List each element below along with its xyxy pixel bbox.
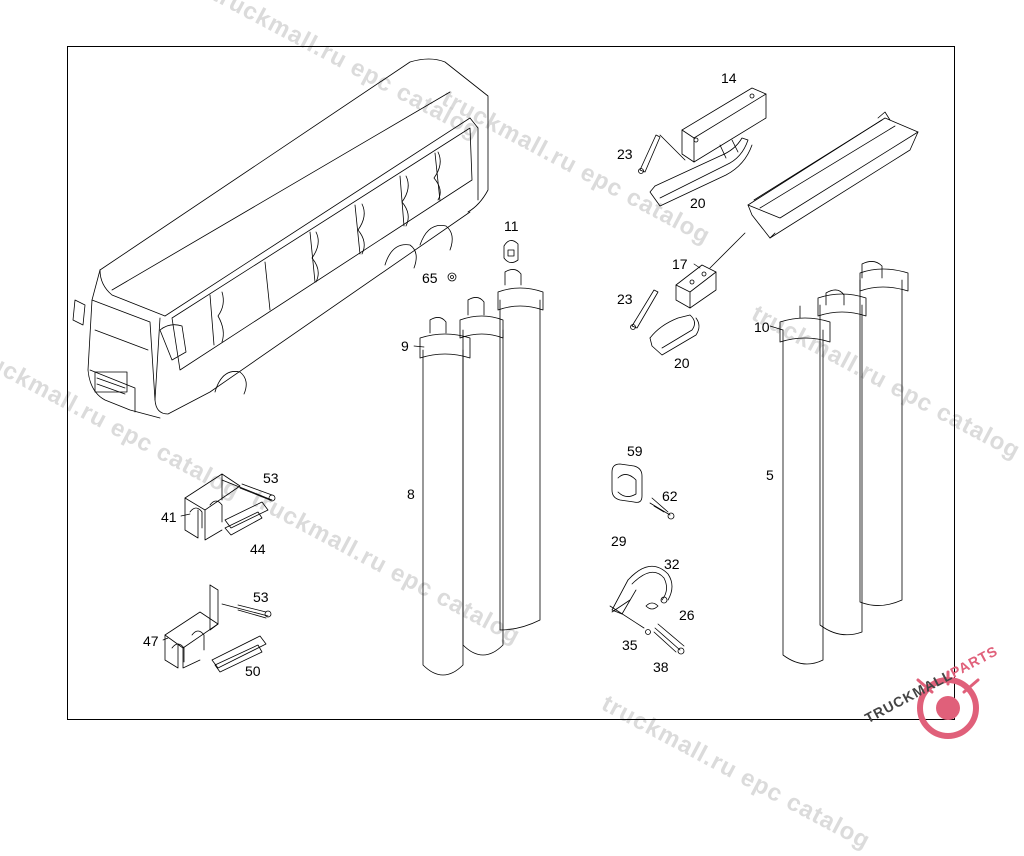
- callout-9: 9: [401, 338, 409, 354]
- callout-41: 41: [161, 509, 177, 525]
- clamp-41-assembly: [184, 473, 276, 541]
- bracket-14-assembly: [638, 87, 767, 207]
- curtain-panel-5: [779, 261, 909, 665]
- callout-14: 14: [721, 70, 737, 86]
- callout-44: 44: [250, 541, 266, 557]
- truckmall-logo: [916, 670, 980, 739]
- callout-17: 17: [672, 256, 688, 272]
- callout-50: 50: [245, 663, 261, 679]
- callout-62: 62: [662, 488, 678, 504]
- callout-23: 23: [617, 146, 633, 162]
- callout-35: 35: [622, 637, 638, 653]
- callout-59: 59: [627, 443, 643, 459]
- callout-29: 29: [611, 533, 627, 549]
- callout-65: 65: [422, 270, 438, 286]
- callout-20: 20: [674, 355, 690, 371]
- exploded-parts-drawing: [72, 58, 980, 739]
- callout-38: 38: [653, 659, 669, 675]
- callout-20: 20: [690, 195, 706, 211]
- curtain-rail: [709, 111, 919, 269]
- leader-lines: [162, 263, 784, 641]
- drawing-frame: [67, 46, 955, 720]
- callout-47: 47: [143, 633, 159, 649]
- part-59-assembly: [611, 463, 675, 520]
- bracket-17-assembly: [630, 264, 717, 356]
- clamp-47-assembly: [164, 584, 272, 673]
- callout-26: 26: [679, 607, 695, 623]
- curtain-panel-8: [419, 240, 544, 676]
- callout-11: 11: [504, 218, 519, 234]
- callout-8: 8: [407, 486, 415, 502]
- part-29-assembly: [609, 566, 685, 655]
- callout-32: 32: [664, 556, 680, 572]
- callout-10: 10: [754, 319, 770, 335]
- bus-illustration: [72, 58, 489, 419]
- callout-53: 53: [263, 470, 279, 486]
- callout-23: 23: [617, 291, 633, 307]
- callout-53: 53: [253, 589, 269, 605]
- callout-5: 5: [766, 467, 774, 483]
